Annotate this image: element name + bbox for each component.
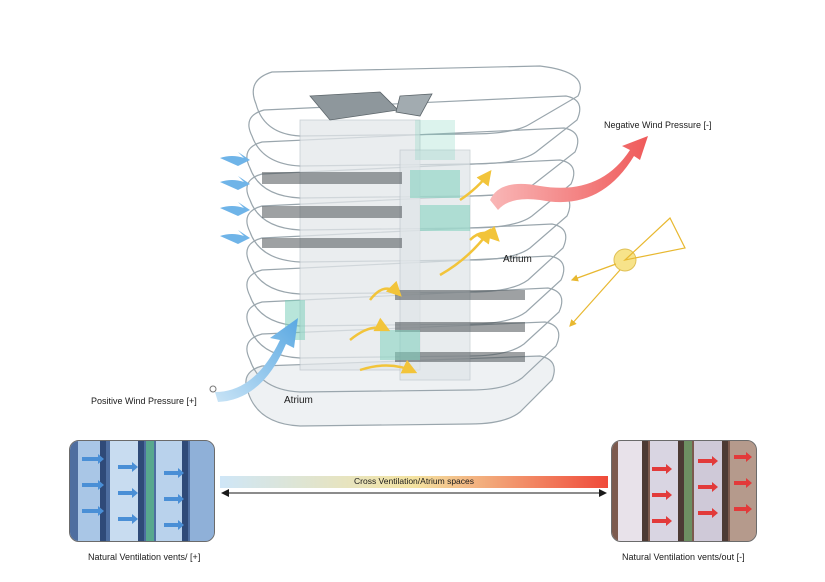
vents-in-label: Natural Ventilation vents/ [+] bbox=[88, 552, 201, 562]
negative-wind-arrow bbox=[490, 136, 648, 210]
positive-wind-small-arrows bbox=[220, 152, 250, 244]
interior-floors bbox=[262, 172, 525, 362]
atrium-lower-label: Atrium bbox=[284, 395, 313, 406]
atrium-glass bbox=[285, 120, 470, 360]
vents-out-panel bbox=[611, 440, 757, 542]
wind-origin-icon bbox=[209, 385, 217, 393]
positive-wind-arrow bbox=[215, 318, 298, 402]
negative-wind-label: Negative Wind Pressure [-] bbox=[604, 120, 712, 130]
building-floors bbox=[245, 65, 581, 427]
atrium-upper-label: Atrium bbox=[503, 254, 532, 265]
airflow-arrows bbox=[349, 170, 500, 374]
sun-icon bbox=[569, 217, 686, 327]
cross-ventilation-label: Cross Ventilation/Atrium spaces bbox=[354, 476, 474, 486]
vents-out-label: Natural Ventilation vents/out [-] bbox=[622, 552, 745, 562]
positive-wind-label: Positive Wind Pressure [+] bbox=[91, 396, 197, 406]
cross-ventilation-bar bbox=[220, 476, 608, 488]
vents-in-panel bbox=[69, 440, 215, 542]
